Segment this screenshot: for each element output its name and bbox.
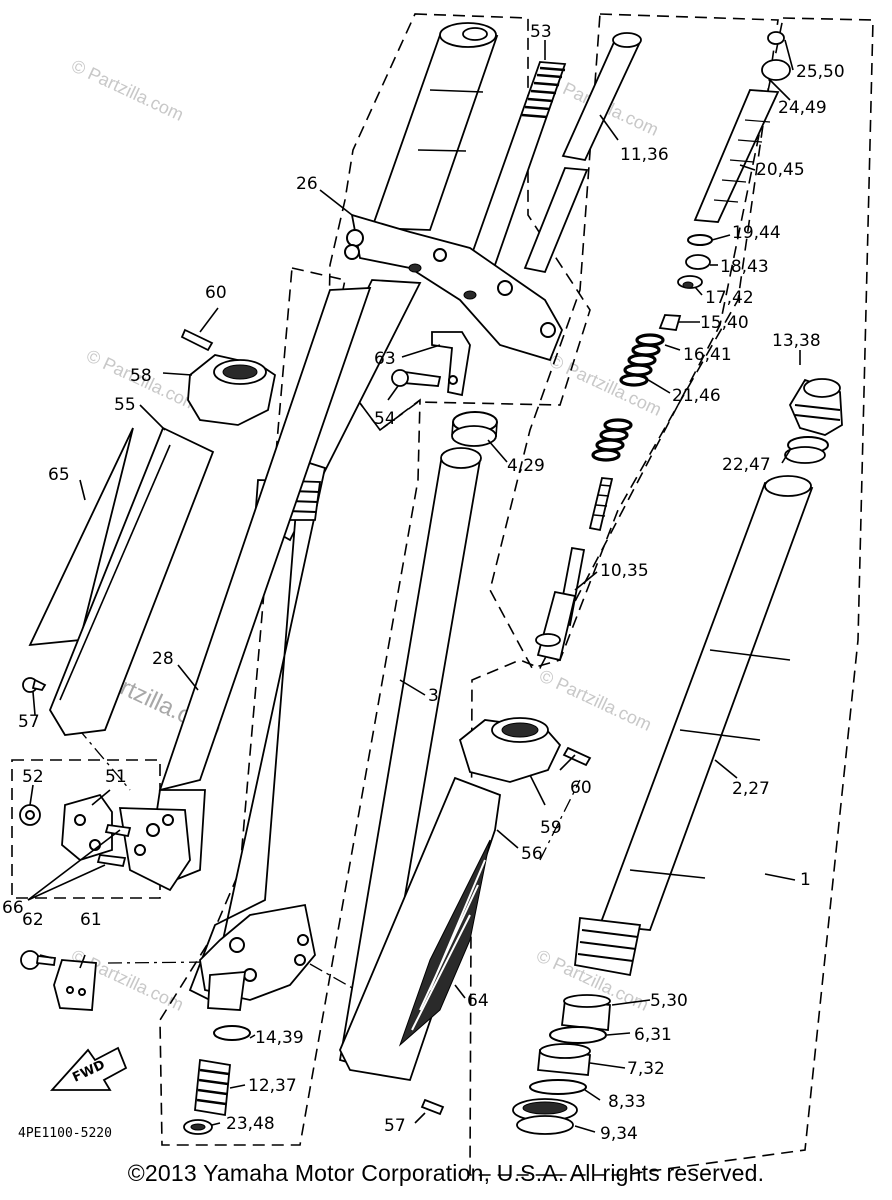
inner-tube-28 [118,287,372,1011]
seal-stack [512,994,611,1135]
damper-group-outline [489,13,779,669]
callout-59: 59 [540,818,562,838]
bolt-62 [20,950,57,970]
callout-17-42: 17,42 [705,288,754,308]
axle-holder-51 [19,793,132,868]
bolt-60a [180,328,214,352]
callout-24-49: 24,49 [778,98,827,118]
callout-6-31: 6,31 [634,1025,672,1045]
centerline [539,779,581,861]
outer-fork-group-outline [469,17,874,1176]
callout-labels: 53 25,50 24,49 11,36 20,45 26 19,44 18,4… [2,22,845,1144]
callout-14-39: 14,39 [255,1028,304,1048]
callout-4-29: 4,29 [507,456,545,476]
fork-cap-13-38 [784,378,843,464]
callout-58: 58 [130,366,152,386]
callout-25-50: 25,50 [796,62,845,82]
leader-lines [27,39,801,1133]
callout-15-40: 15,40 [700,313,749,333]
bolt-54 [391,369,442,387]
callout-13-38: 13,38 [772,331,821,351]
bolt-57b [420,1098,445,1116]
callout-56: 56 [521,844,543,864]
centerline [59,706,131,791]
fwd-arrow-icon: FWD [49,1046,128,1091]
callout-7-32: 7,32 [627,1059,665,1079]
watermark: © Partzilla.com [536,665,654,734]
copyright-notice: ©2013 Yamaha Motor Corporation, U.S.A. A… [127,1160,765,1186]
callout-52: 52 [22,767,44,787]
callout-63: 63 [374,349,396,369]
bolt-57a [22,677,47,693]
diagram-code: 4PE1100-5220 [18,1126,112,1141]
callout-2-27: 2,27 [732,779,770,799]
callout-55: 55 [114,395,136,415]
callout-66: 66 [2,898,24,918]
callout-53: 53 [530,22,552,42]
callout-9-34: 9,34 [600,1124,638,1144]
centerline [107,961,213,964]
callout-20-45: 20,45 [756,160,805,180]
callout-51: 51 [105,767,127,787]
watermark: © Partzilla.com [546,350,664,419]
callout-62: 62 [22,910,44,930]
callout-54: 54 [374,409,396,429]
callout-16-41: 16,41 [683,345,732,365]
lower-left-parts [183,1025,251,1135]
fork-guards [28,426,501,1082]
clamp-59 [458,717,562,783]
callout-3: 3 [428,686,439,706]
callout-8-33: 8,33 [608,1092,646,1112]
callout-57-bottom: 57 [384,1116,406,1136]
callout-23-48: 23,48 [226,1114,275,1134]
callout-12-37: 12,37 [248,1076,297,1096]
callout-60-upper: 60 [205,283,227,303]
callout-61: 61 [80,910,102,930]
bracket-63 [431,331,471,397]
watermark: © Partzilla.com [68,55,186,124]
callout-18-43: 18,43 [720,257,769,277]
callout-1: 1 [800,870,811,890]
callout-57-left: 57 [18,712,40,732]
callout-22-47: 22,47 [722,455,771,475]
callout-11-36: 11,36 [620,145,669,165]
callout-26: 26 [296,174,318,194]
damper-rod-assembly [523,31,791,662]
callout-60-lower: 60 [570,778,592,798]
callout-28: 28 [152,649,174,669]
callout-5-30: 5,30 [650,991,688,1011]
outer-tube-2-27 [574,475,814,977]
clamp-58 [187,354,277,426]
callout-10-35: 10,35 [600,561,649,581]
bolt-60b [562,746,592,767]
upper-tube-group-outline [327,13,591,432]
callout-21-46: 21,46 [672,386,721,406]
callout-64: 64 [467,991,489,1011]
callout-65: 65 [48,465,70,485]
callout-19-44: 19,44 [732,223,781,243]
bracket-61 [53,959,97,1011]
axle-holder-group-outline [11,759,161,899]
